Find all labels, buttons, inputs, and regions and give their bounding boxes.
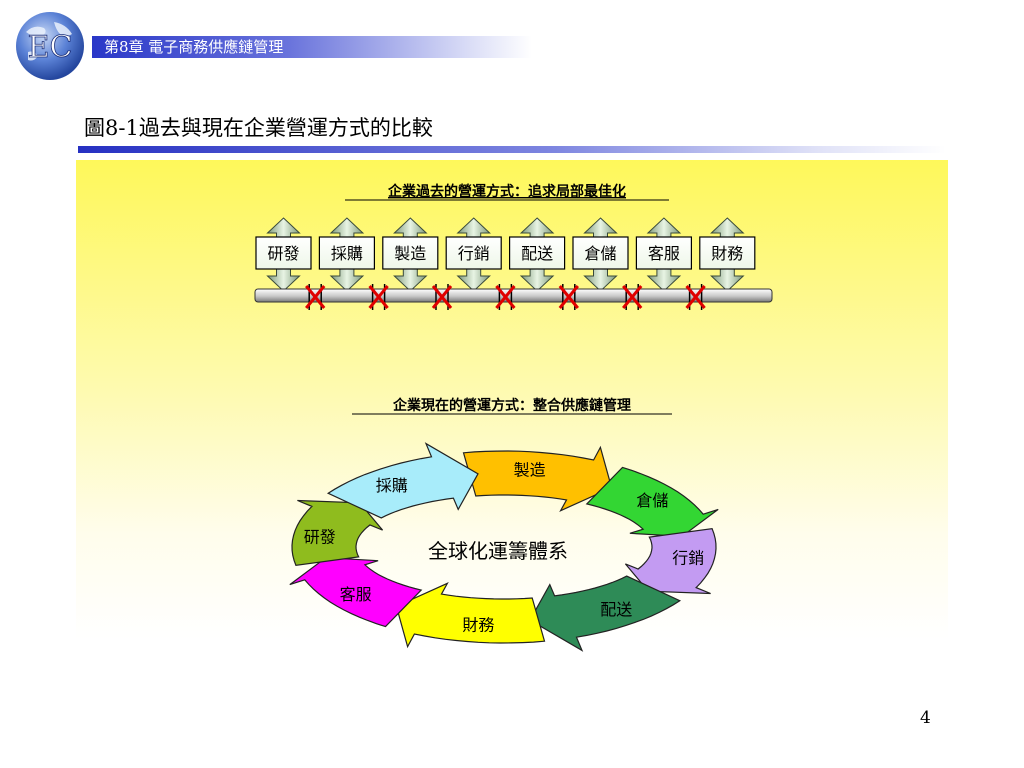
curved-arrow-icon bbox=[462, 445, 613, 512]
chapter-bar bbox=[92, 36, 532, 58]
cycle-segment-5: 財務 bbox=[395, 582, 546, 649]
cycle-segment-8: 採購 bbox=[326, 442, 479, 519]
department-box bbox=[382, 236, 439, 270]
cycle-segment-label: 採購 bbox=[376, 476, 408, 495]
department-6: 倉儲 bbox=[572, 217, 629, 292]
department-box bbox=[509, 236, 566, 270]
cycle-segment-label: 財務 bbox=[462, 615, 494, 634]
department-4: 行銷 bbox=[445, 217, 502, 292]
curved-arrow-icon bbox=[529, 575, 682, 652]
cycle-segment-label: 配送 bbox=[600, 600, 632, 619]
cycle-segment-label: 製造 bbox=[514, 461, 546, 480]
department-row: 研發 採購 製造 行銷 配送 倉儲 客服 財務 bbox=[255, 217, 756, 292]
red-x-break-icon bbox=[431, 284, 453, 310]
department-5: 配送 bbox=[509, 217, 566, 292]
curved-arrow-icon bbox=[395, 582, 546, 649]
cycle-segment-1: 製造 bbox=[462, 445, 613, 512]
department-1: 研發 bbox=[255, 217, 312, 292]
department-label: 研發 bbox=[267, 244, 299, 263]
cycle-segment-label: 行銷 bbox=[672, 549, 704, 568]
department-box bbox=[318, 236, 375, 270]
department-label: 倉儲 bbox=[584, 244, 616, 263]
globe-landmass-icon bbox=[26, 22, 72, 61]
department-label: 採購 bbox=[331, 244, 363, 263]
page-number: 4 bbox=[920, 708, 931, 728]
past-heading: 企業過去的營運方式：追求局部最佳化 bbox=[387, 183, 626, 200]
department-2: 採購 bbox=[318, 217, 375, 292]
red-x-break-icon bbox=[305, 284, 326, 310]
red-x-break-icon bbox=[495, 284, 516, 310]
curved-arrow-icon bbox=[289, 557, 423, 628]
department-box bbox=[699, 236, 756, 270]
red-x-break-icon bbox=[368, 284, 389, 310]
cycle-segment-2: 倉儲 bbox=[585, 466, 719, 537]
cycle-segment-label: 客服 bbox=[340, 585, 372, 604]
cycle-segment-7: 研發 bbox=[291, 499, 384, 566]
cycle-segment-label: 研發 bbox=[304, 527, 336, 546]
present-heading: 企業現在的營運方式：整合供應鏈管理 bbox=[392, 397, 631, 414]
cycle-segment-3: 行銷 bbox=[624, 528, 717, 595]
department-box bbox=[635, 236, 693, 270]
red-x-break-icon bbox=[622, 284, 643, 310]
department-box bbox=[255, 236, 312, 270]
curved-arrow-icon bbox=[624, 528, 717, 595]
cycle-segment-4: 配送 bbox=[529, 575, 682, 652]
department-box bbox=[572, 236, 629, 270]
curved-arrow-icon bbox=[291, 499, 384, 566]
logo-text: EC bbox=[28, 30, 73, 65]
title-underline bbox=[78, 146, 946, 153]
curved-arrow-icon bbox=[326, 442, 479, 519]
department-label: 配送 bbox=[521, 244, 553, 263]
cycle-center-label: 全球化運籌體系 bbox=[428, 539, 568, 563]
department-label: 行銷 bbox=[458, 244, 490, 263]
cycle-segment-label: 倉儲 bbox=[636, 491, 668, 510]
curved-arrow-icon bbox=[585, 466, 719, 537]
ec-logo: EC bbox=[16, 12, 84, 80]
cycle-segment-6: 客服 bbox=[289, 557, 423, 628]
department-3: 製造 bbox=[382, 217, 439, 292]
department-label: 客服 bbox=[648, 244, 680, 263]
figure-title: 圖8-1過去與現在企業營運方式的比較 bbox=[84, 116, 433, 140]
chapter-title: 第8章 電子商務供應鏈管理 bbox=[104, 38, 284, 56]
red-x-break-icon bbox=[685, 284, 706, 310]
department-box bbox=[445, 236, 502, 270]
department-label: 財務 bbox=[711, 244, 743, 263]
break-marks bbox=[305, 284, 706, 310]
department-7: 客服 bbox=[635, 217, 693, 292]
department-label: 製造 bbox=[394, 244, 426, 263]
red-x-break-icon bbox=[558, 284, 579, 310]
department-8: 財務 bbox=[699, 217, 756, 292]
